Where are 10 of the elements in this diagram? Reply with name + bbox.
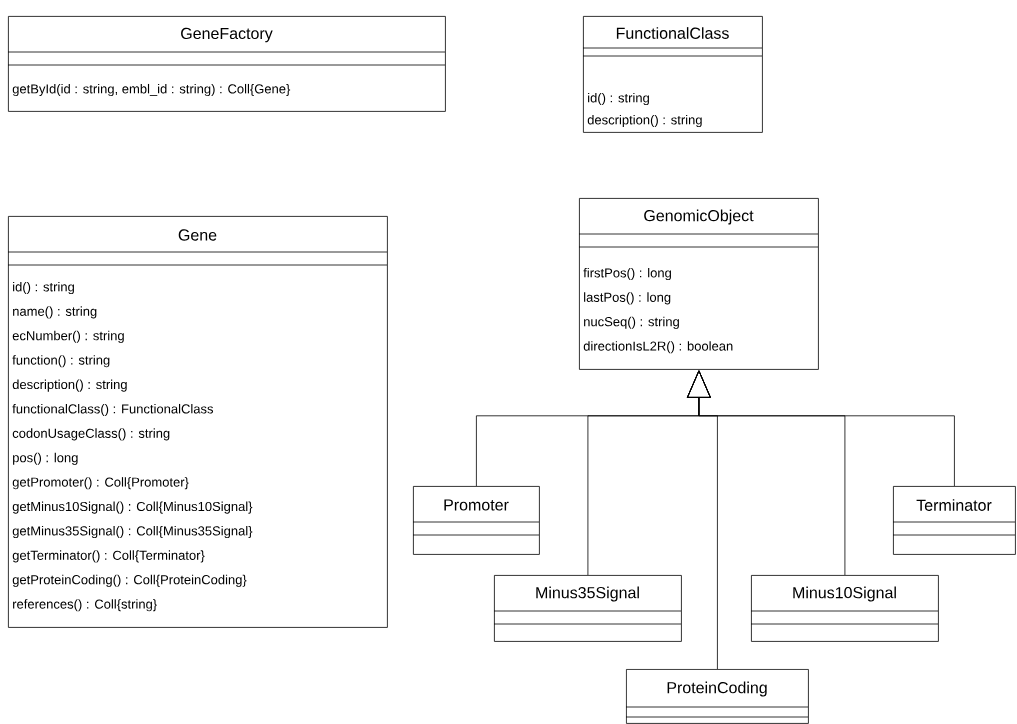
class-box: Terminator [892, 486, 1016, 555]
class-box: ProteinCoding [625, 669, 809, 724]
class-box: FunctionalClass id() : string description() : string [582, 16, 763, 133]
class-box: GeneFactory getById(id : string, embl_id : string) : Coll{Gene} [7, 16, 446, 112]
class-box: Gene id() : string name() : string ecNumber() : string function() : string description() : string functionalClass() : FunctionalClass codonUsageClass() : string pos() : long getPromoter() : Coll{Promoter} getMinus10Signal() : Coll{Minus10Signal} getMinus35Signal() : Coll{Minus35Signal} getTerminator() : Coll{Terminator} getProteinCoding() : Coll{ProteinCoding} references() : Coll{string} [7, 216, 388, 628]
class-box: Minus10Signal [750, 575, 939, 642]
class-box: GenomicObject firstPos() : long lastPos() : long nucSeq() : string directionIsL2R() : boolean [578, 198, 819, 370]
inheritance-arrow [687, 370, 955, 487]
class-box: Minus35Signal [493, 575, 682, 642]
class-box: Promoter [412, 486, 540, 555]
